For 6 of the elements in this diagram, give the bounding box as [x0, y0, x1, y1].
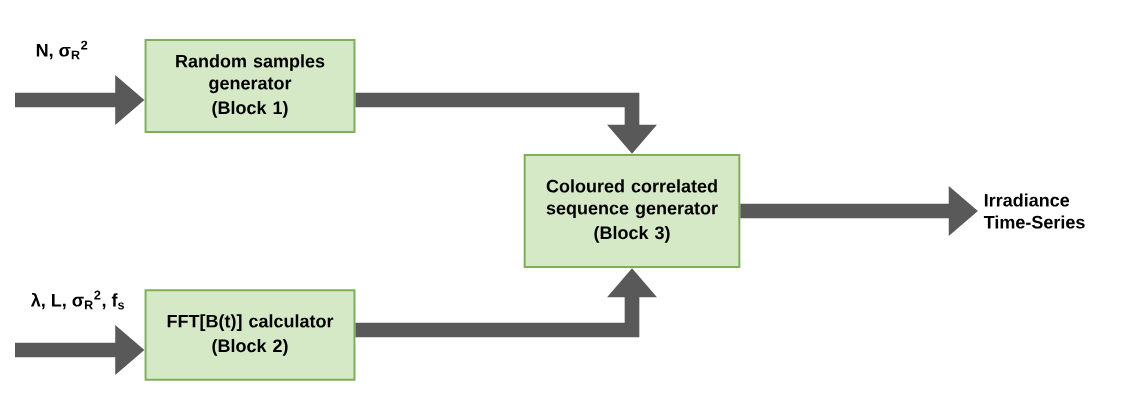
process-box: Coloured correlated sequence generator (Block 3) [523, 154, 741, 268]
input-label: λ, L, σ$_{R}$$^{2}$, f$_{s}$ [29, 289, 127, 311]
process-box: FFT[B(t)] calculator (Block 2) [144, 289, 356, 381]
process-box: Random samples generator (Block 1) [144, 39, 356, 133]
input-label: N, σ$_{R}$2 [34, 39, 90, 61]
output-text: Irradiance Time-Series [983, 193, 1085, 229]
